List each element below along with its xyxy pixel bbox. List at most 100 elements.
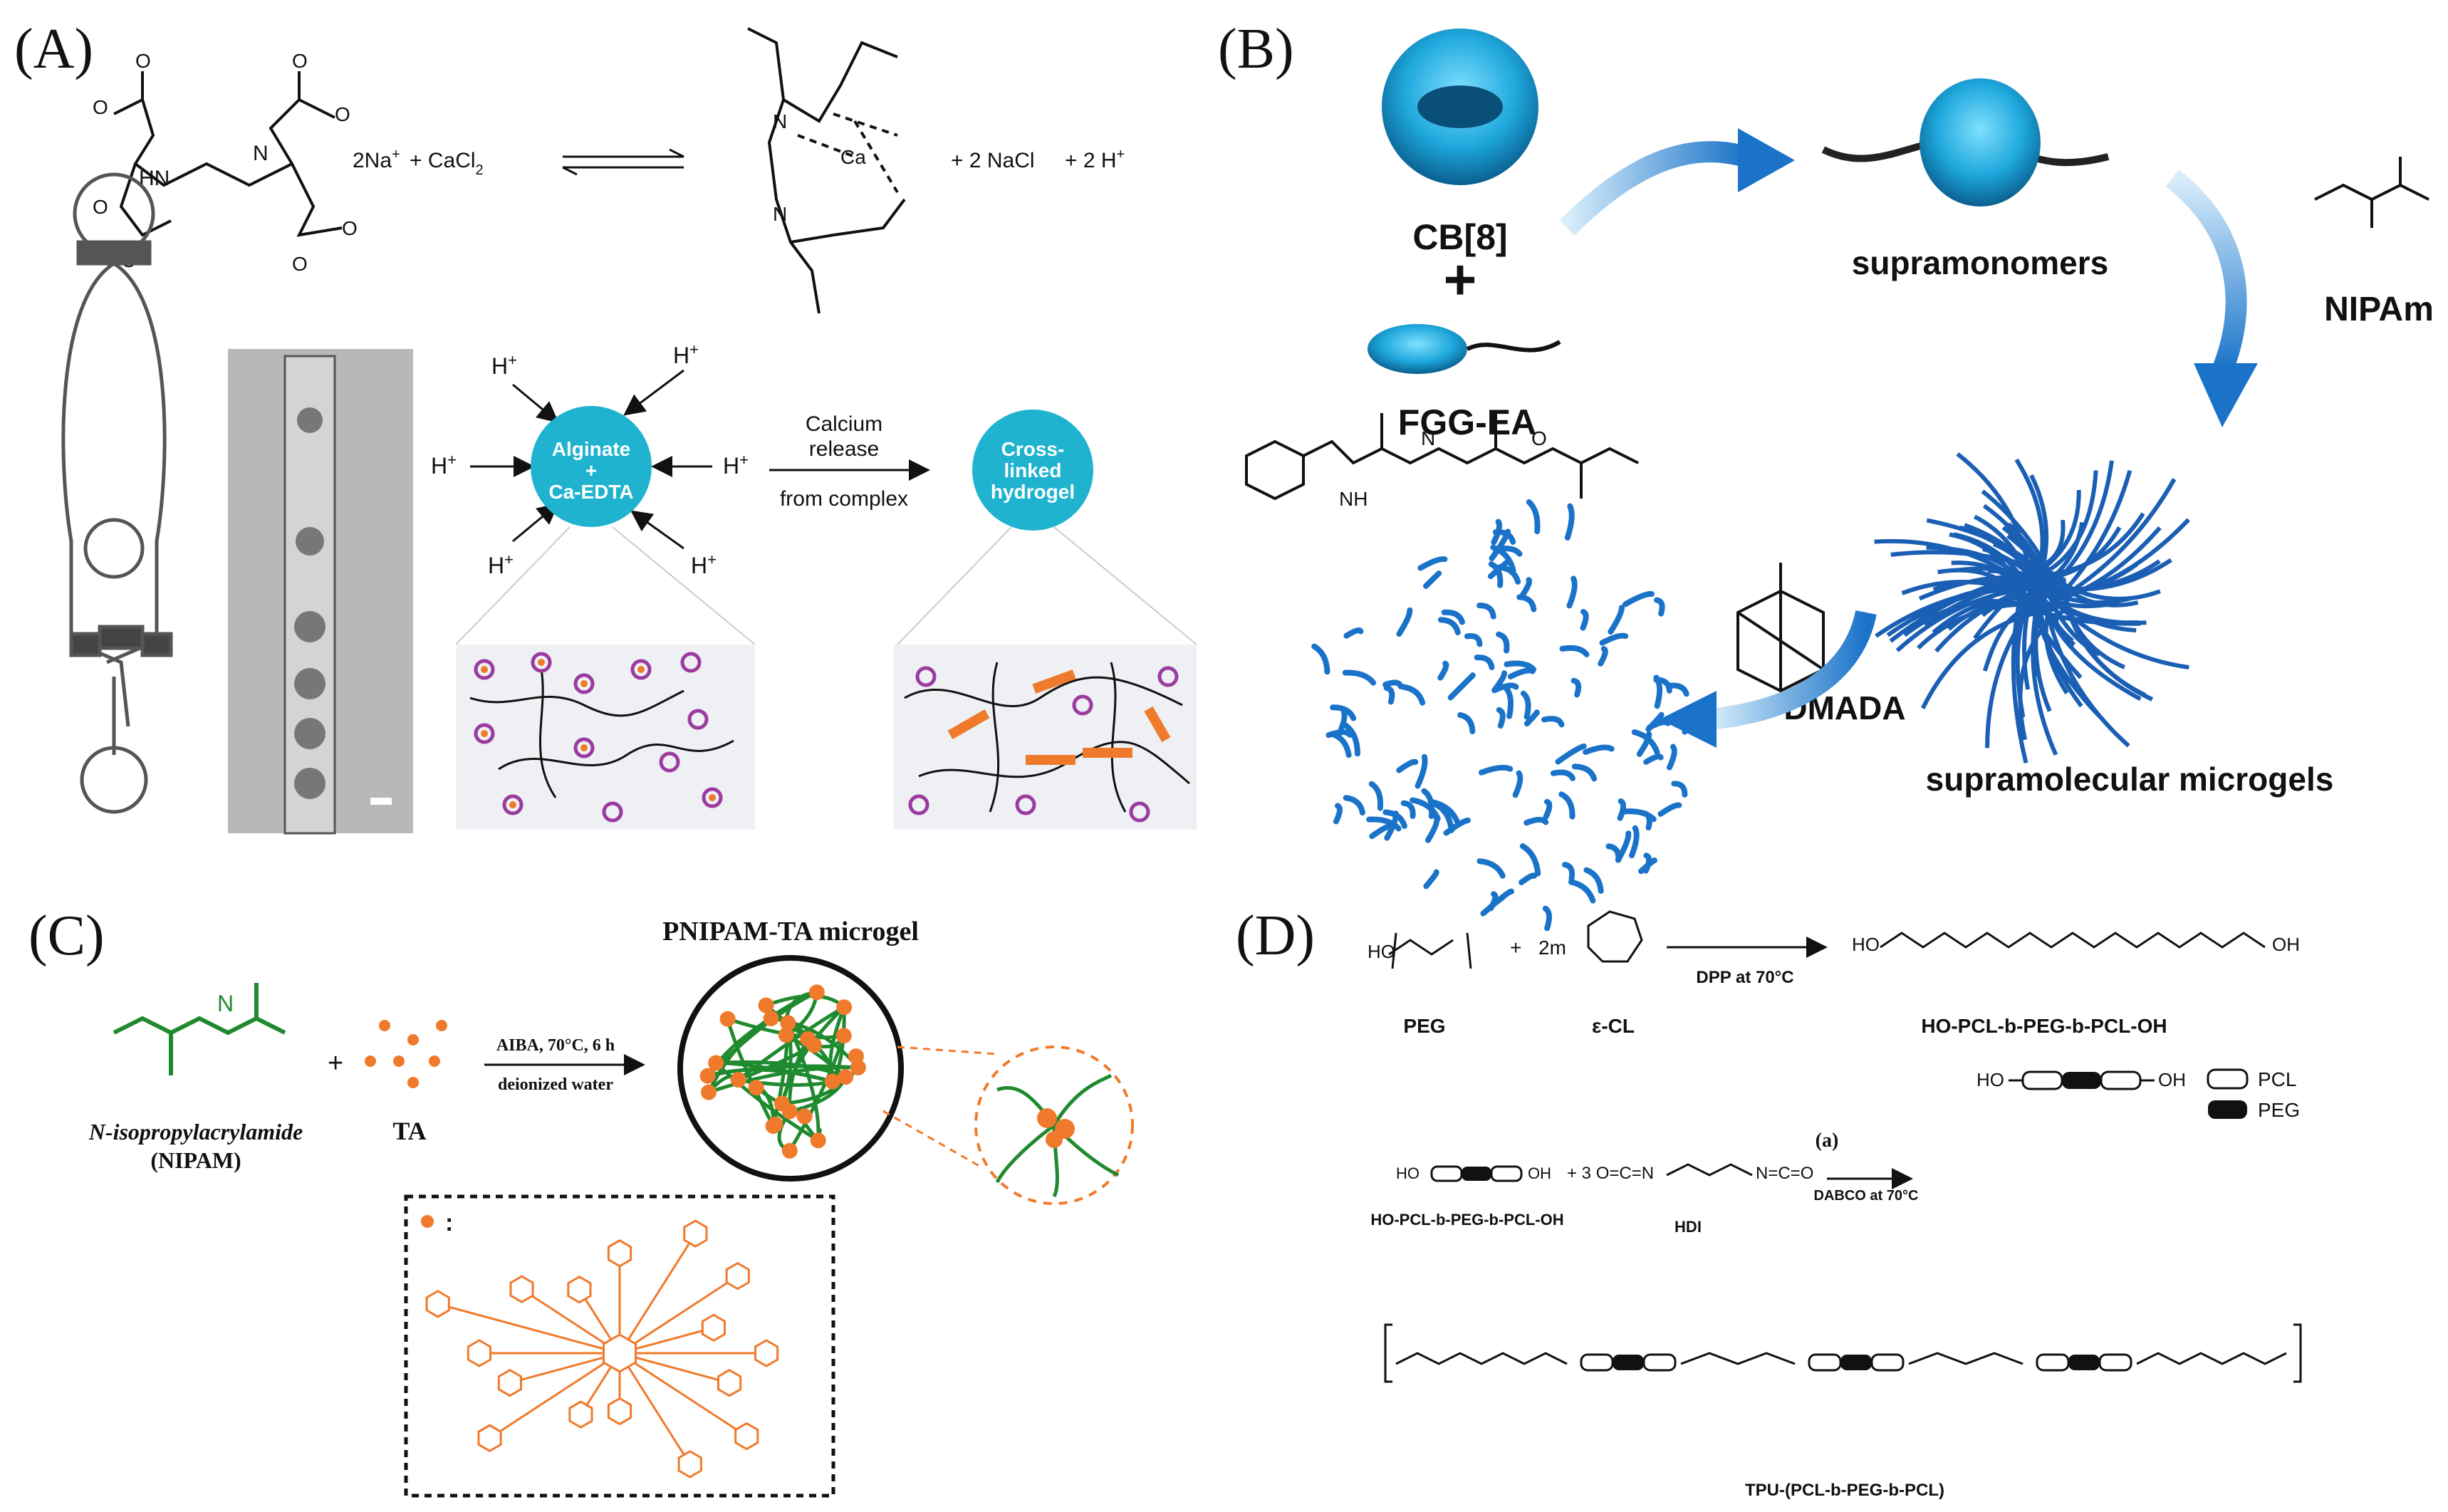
chain-fragment bbox=[1333, 803, 1343, 825]
svg-text:+: + bbox=[328, 1048, 343, 1078]
galloyl-ring bbox=[477, 1424, 502, 1453]
pcl-peg-pcl-structure bbox=[1880, 932, 2266, 949]
chain-fragment bbox=[1492, 529, 1516, 545]
microgel-strand bbox=[1920, 607, 2056, 709]
galloyl-ring bbox=[701, 1313, 726, 1342]
chain-fragment bbox=[1342, 669, 1377, 686]
chain-fragment bbox=[1682, 717, 1700, 735]
chain-fragment bbox=[1311, 643, 1330, 675]
chain-fragment bbox=[1550, 769, 1576, 781]
hdi-end: N=C=O bbox=[1756, 1164, 1813, 1183]
network-strand bbox=[780, 1006, 845, 1105]
panel-b: (B) CB[8] + FGG-EA NH N O supramonomers bbox=[1218, 18, 2434, 932]
chain-fragment bbox=[1447, 672, 1476, 701]
nipam-label-b: NIPAm bbox=[2324, 291, 2434, 328]
chain-fragment bbox=[1495, 888, 1515, 904]
chain-fragment bbox=[1524, 816, 1549, 826]
sub-label-a: (a) bbox=[1816, 1130, 1839, 1152]
chain-fragment bbox=[1417, 556, 1448, 571]
ta-crosslink bbox=[780, 1015, 796, 1031]
ta-crosslink bbox=[700, 1084, 717, 1100]
chain-fragment bbox=[1496, 707, 1506, 729]
microgel-strand bbox=[1974, 514, 2038, 611]
svg-text:OH: OH bbox=[2158, 1069, 2186, 1090]
eq-na: 2Na+ bbox=[353, 147, 400, 172]
svg-text:NH: NH bbox=[1339, 488, 1368, 510]
hydrogel-line1: Cross- bbox=[1001, 438, 1065, 460]
ta-crosslink bbox=[708, 1055, 724, 1071]
svg-text:N: N bbox=[1421, 427, 1435, 449]
nipam-abbr: (NIPAM) bbox=[150, 1147, 241, 1173]
chain-fragment bbox=[1617, 798, 1627, 821]
svg-text:O: O bbox=[93, 196, 108, 218]
chain-fragment bbox=[1622, 590, 1655, 608]
chain-fragment bbox=[1605, 843, 1622, 863]
panel-a: (A) O O O O HN N O O O O 2Na+ + CaCl2 bbox=[14, 18, 1197, 835]
chain-fragment bbox=[1496, 631, 1510, 654]
nipam-structure-c bbox=[113, 983, 286, 1075]
ta-crosslink bbox=[796, 1108, 813, 1125]
ta-bond bbox=[437, 1303, 620, 1355]
chain-fragment bbox=[1519, 872, 1538, 885]
dpp-condition: DPP at 70°C bbox=[1696, 968, 1793, 987]
chain-fragment bbox=[1396, 607, 1413, 637]
svg-text:HO: HO bbox=[1976, 1069, 2004, 1090]
network-strand bbox=[714, 1061, 820, 1142]
svg-text:H+: H+ bbox=[491, 351, 517, 379]
glucose-core bbox=[602, 1333, 637, 1373]
tpu-chain bbox=[1384, 1323, 2302, 1383]
svg-text:O: O bbox=[342, 217, 358, 239]
chain-fragment bbox=[1476, 603, 1496, 620]
galloyl-ring bbox=[509, 1275, 534, 1303]
ta-structure bbox=[425, 1219, 779, 1479]
chain-fragment bbox=[1491, 682, 1519, 693]
chain-fragment bbox=[1643, 754, 1664, 765]
chain-fragment bbox=[1437, 660, 1449, 681]
svg-text:O: O bbox=[335, 103, 350, 125]
microgel-strand bbox=[2046, 610, 2142, 702]
hdi-label: HDI bbox=[1674, 1218, 1702, 1236]
microgel-strand bbox=[2033, 578, 2052, 712]
microgel-strand bbox=[2036, 558, 2172, 592]
microgel-strand bbox=[2056, 526, 2162, 603]
microgel-network bbox=[699, 984, 866, 1159]
chain-fragment bbox=[1491, 518, 1503, 546]
svg-text:N: N bbox=[773, 203, 787, 225]
peg-label: PEG bbox=[1403, 1015, 1445, 1037]
svg-text:OH: OH bbox=[2272, 934, 2300, 955]
ta-bond bbox=[618, 1352, 692, 1465]
pcl-legend-label: PCL bbox=[2258, 1068, 2296, 1090]
ta-crosslink bbox=[719, 1011, 736, 1027]
microgel-strand bbox=[1889, 571, 2042, 643]
chain-fragment bbox=[1541, 716, 1565, 728]
galloyl-ring bbox=[467, 1339, 492, 1367]
chain-fragment bbox=[1366, 816, 1402, 832]
galloyl-ring bbox=[607, 1239, 632, 1268]
block-schematic: HO OH bbox=[1976, 1069, 2186, 1090]
calcium-release-line2: release bbox=[809, 437, 879, 461]
droplet-micrograph bbox=[228, 349, 413, 835]
microgel-title: PNIPAM-TA microgel bbox=[662, 917, 919, 947]
panel-d: (D) HO PEG + 2m ε-CL DPP at 70°C HO OH H… bbox=[1236, 904, 2302, 1500]
chain-fragment bbox=[1474, 655, 1495, 670]
panel-d-label: (D) bbox=[1236, 904, 1315, 967]
alginate-line2: + bbox=[585, 459, 597, 481]
chain-fragment bbox=[1383, 684, 1395, 705]
ta-bond bbox=[619, 1352, 748, 1437]
two-m: 2m bbox=[1538, 937, 1566, 959]
alginate-line1: Alginate bbox=[552, 438, 630, 460]
galloyl-ring bbox=[717, 1368, 742, 1397]
chain-fragment bbox=[1424, 815, 1440, 843]
proton-labels: H+ H+ H+ H+ H+ H+ bbox=[431, 340, 749, 578]
chain-fragment bbox=[1382, 679, 1404, 689]
chain-fragment bbox=[1504, 660, 1537, 672]
chain-fragment bbox=[1620, 808, 1657, 823]
dabco-condition: DABCO at 70°C bbox=[1814, 1188, 1919, 1204]
edta-structure bbox=[113, 71, 343, 237]
chain-fragment bbox=[1580, 609, 1589, 631]
eq-h: + 2 H+ bbox=[1065, 147, 1125, 172]
eq-nacl: + 2 NaCl bbox=[951, 149, 1035, 172]
chain-fragment bbox=[1519, 843, 1541, 877]
chain-fragment bbox=[1704, 703, 1716, 726]
svg-text:H+: H+ bbox=[673, 340, 699, 368]
